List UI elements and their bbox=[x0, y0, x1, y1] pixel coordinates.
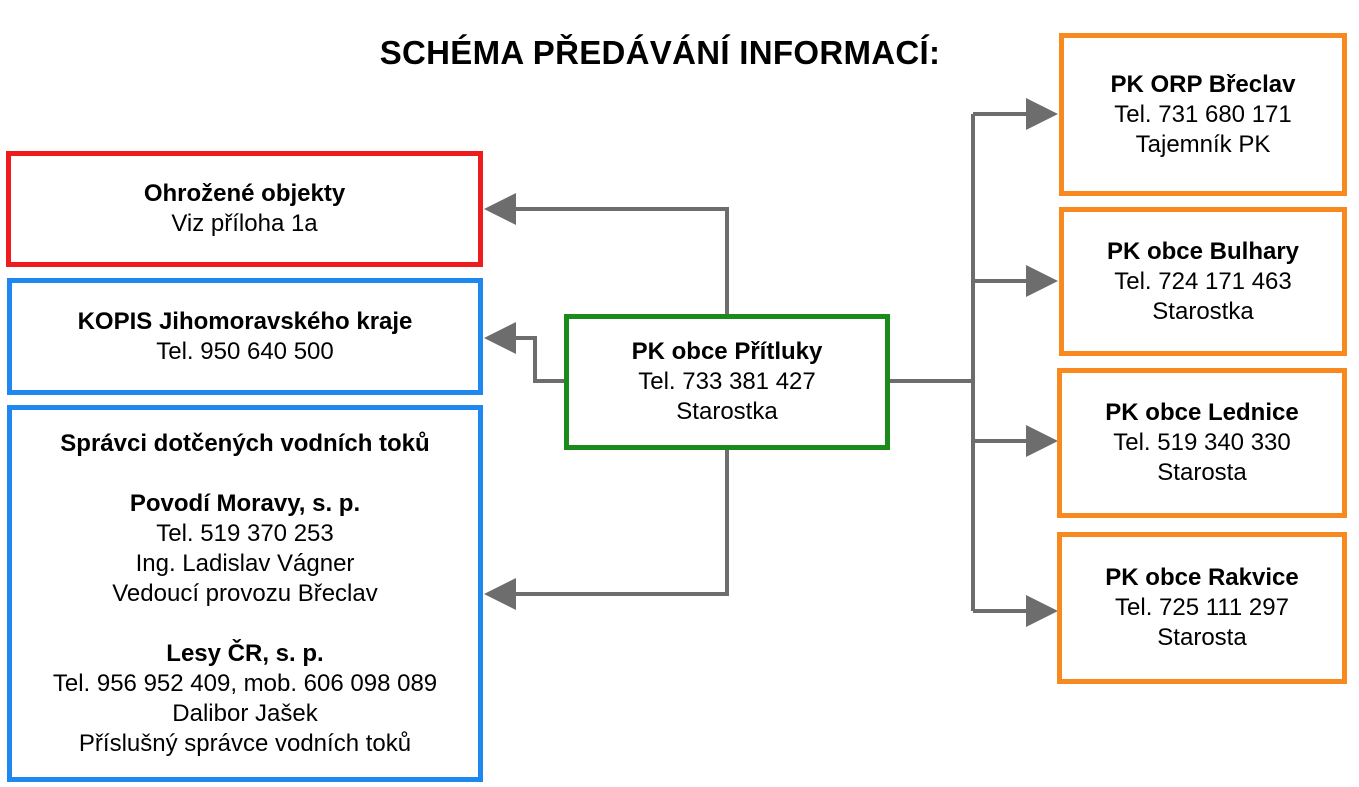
lesy-tel: Tel. 956 952 409, mob. 606 098 089 bbox=[52, 669, 438, 697]
right-box-tel: Tel. 724 171 463 bbox=[1114, 267, 1292, 295]
right-box-lednice: PK obce Lednice Tel. 519 340 330 Starost… bbox=[1057, 368, 1347, 518]
lesy-person: Dalibor Jašek bbox=[172, 699, 318, 727]
center-role: Starostka bbox=[676, 398, 778, 425]
endangered-objects-name: Ohrožené objekty bbox=[143, 180, 346, 207]
right-box-rakvice: PK obce Rakvice Tel. 725 111 297 Starost… bbox=[1057, 532, 1347, 684]
arrow-to-kopis bbox=[484, 322, 566, 383]
water-managers-box: Správci dotčených vodních toků Povodí Mo… bbox=[7, 405, 483, 782]
lesy-name: Lesy ČR, s. p. bbox=[166, 639, 324, 667]
povodi-tel: Tel. 519 370 253 bbox=[156, 519, 334, 547]
povodi-role: Vedoucí provozu Břeclav bbox=[112, 579, 378, 607]
lesy-role: Příslušný správce vodních toků bbox=[78, 729, 412, 757]
right-box-tel: Tel. 725 111 297 bbox=[1115, 594, 1289, 621]
right-box-role: Tajemník PK bbox=[1135, 130, 1271, 158]
endangered-objects-box: Ohrožené objekty Viz příloha 1a bbox=[6, 151, 483, 267]
center-box: PK obce Přítluky Tel. 733 381 427 Staros… bbox=[564, 314, 890, 450]
right-box-name: PK obce Lednice bbox=[1105, 399, 1299, 426]
kopis-box: KOPIS Jihomoravského kraje Tel. 950 640 … bbox=[7, 278, 483, 395]
arrow-to-endangered bbox=[484, 193, 729, 316]
right-box-name: PK ORP Břeclav bbox=[1110, 70, 1296, 98]
right-box-orp: PK ORP Břeclav Tel. 731 680 171 Tajemník… bbox=[1059, 33, 1347, 196]
right-box-bulhary: PK obce Bulhary Tel. 724 171 463 Starost… bbox=[1059, 207, 1347, 356]
arrow-to-water-managers bbox=[484, 448, 729, 610]
right-box-role: Starosta bbox=[1157, 459, 1247, 486]
povodi-name: Povodí Moravy, s. p. bbox=[129, 489, 361, 517]
water-managers-heading: Správci dotčených vodních toků bbox=[60, 429, 430, 457]
right-box-name: PK obce Bulhary bbox=[1106, 237, 1300, 265]
center-name: PK obce Přítluky bbox=[631, 338, 823, 365]
center-tel: Tel. 733 381 427 bbox=[638, 368, 816, 395]
right-box-role: Starostka bbox=[1152, 297, 1254, 325]
right-box-role: Starosta bbox=[1157, 624, 1247, 651]
diagram-title: SCHÉMA PŘEDÁVÁNÍ INFORMACÍ: bbox=[379, 34, 941, 71]
right-box-tel: Tel. 731 680 171 bbox=[1114, 100, 1292, 128]
kopis-name: KOPIS Jihomoravského kraje bbox=[77, 307, 413, 335]
kopis-tel: Tel. 950 640 500 bbox=[156, 337, 334, 365]
right-box-tel: Tel. 519 340 330 bbox=[1113, 429, 1291, 456]
right-box-name: PK obce Rakvice bbox=[1105, 564, 1299, 591]
povodi-person: Ing. Ladislav Vágner bbox=[135, 549, 355, 577]
endangered-objects-note: Viz příloha 1a bbox=[171, 210, 318, 237]
